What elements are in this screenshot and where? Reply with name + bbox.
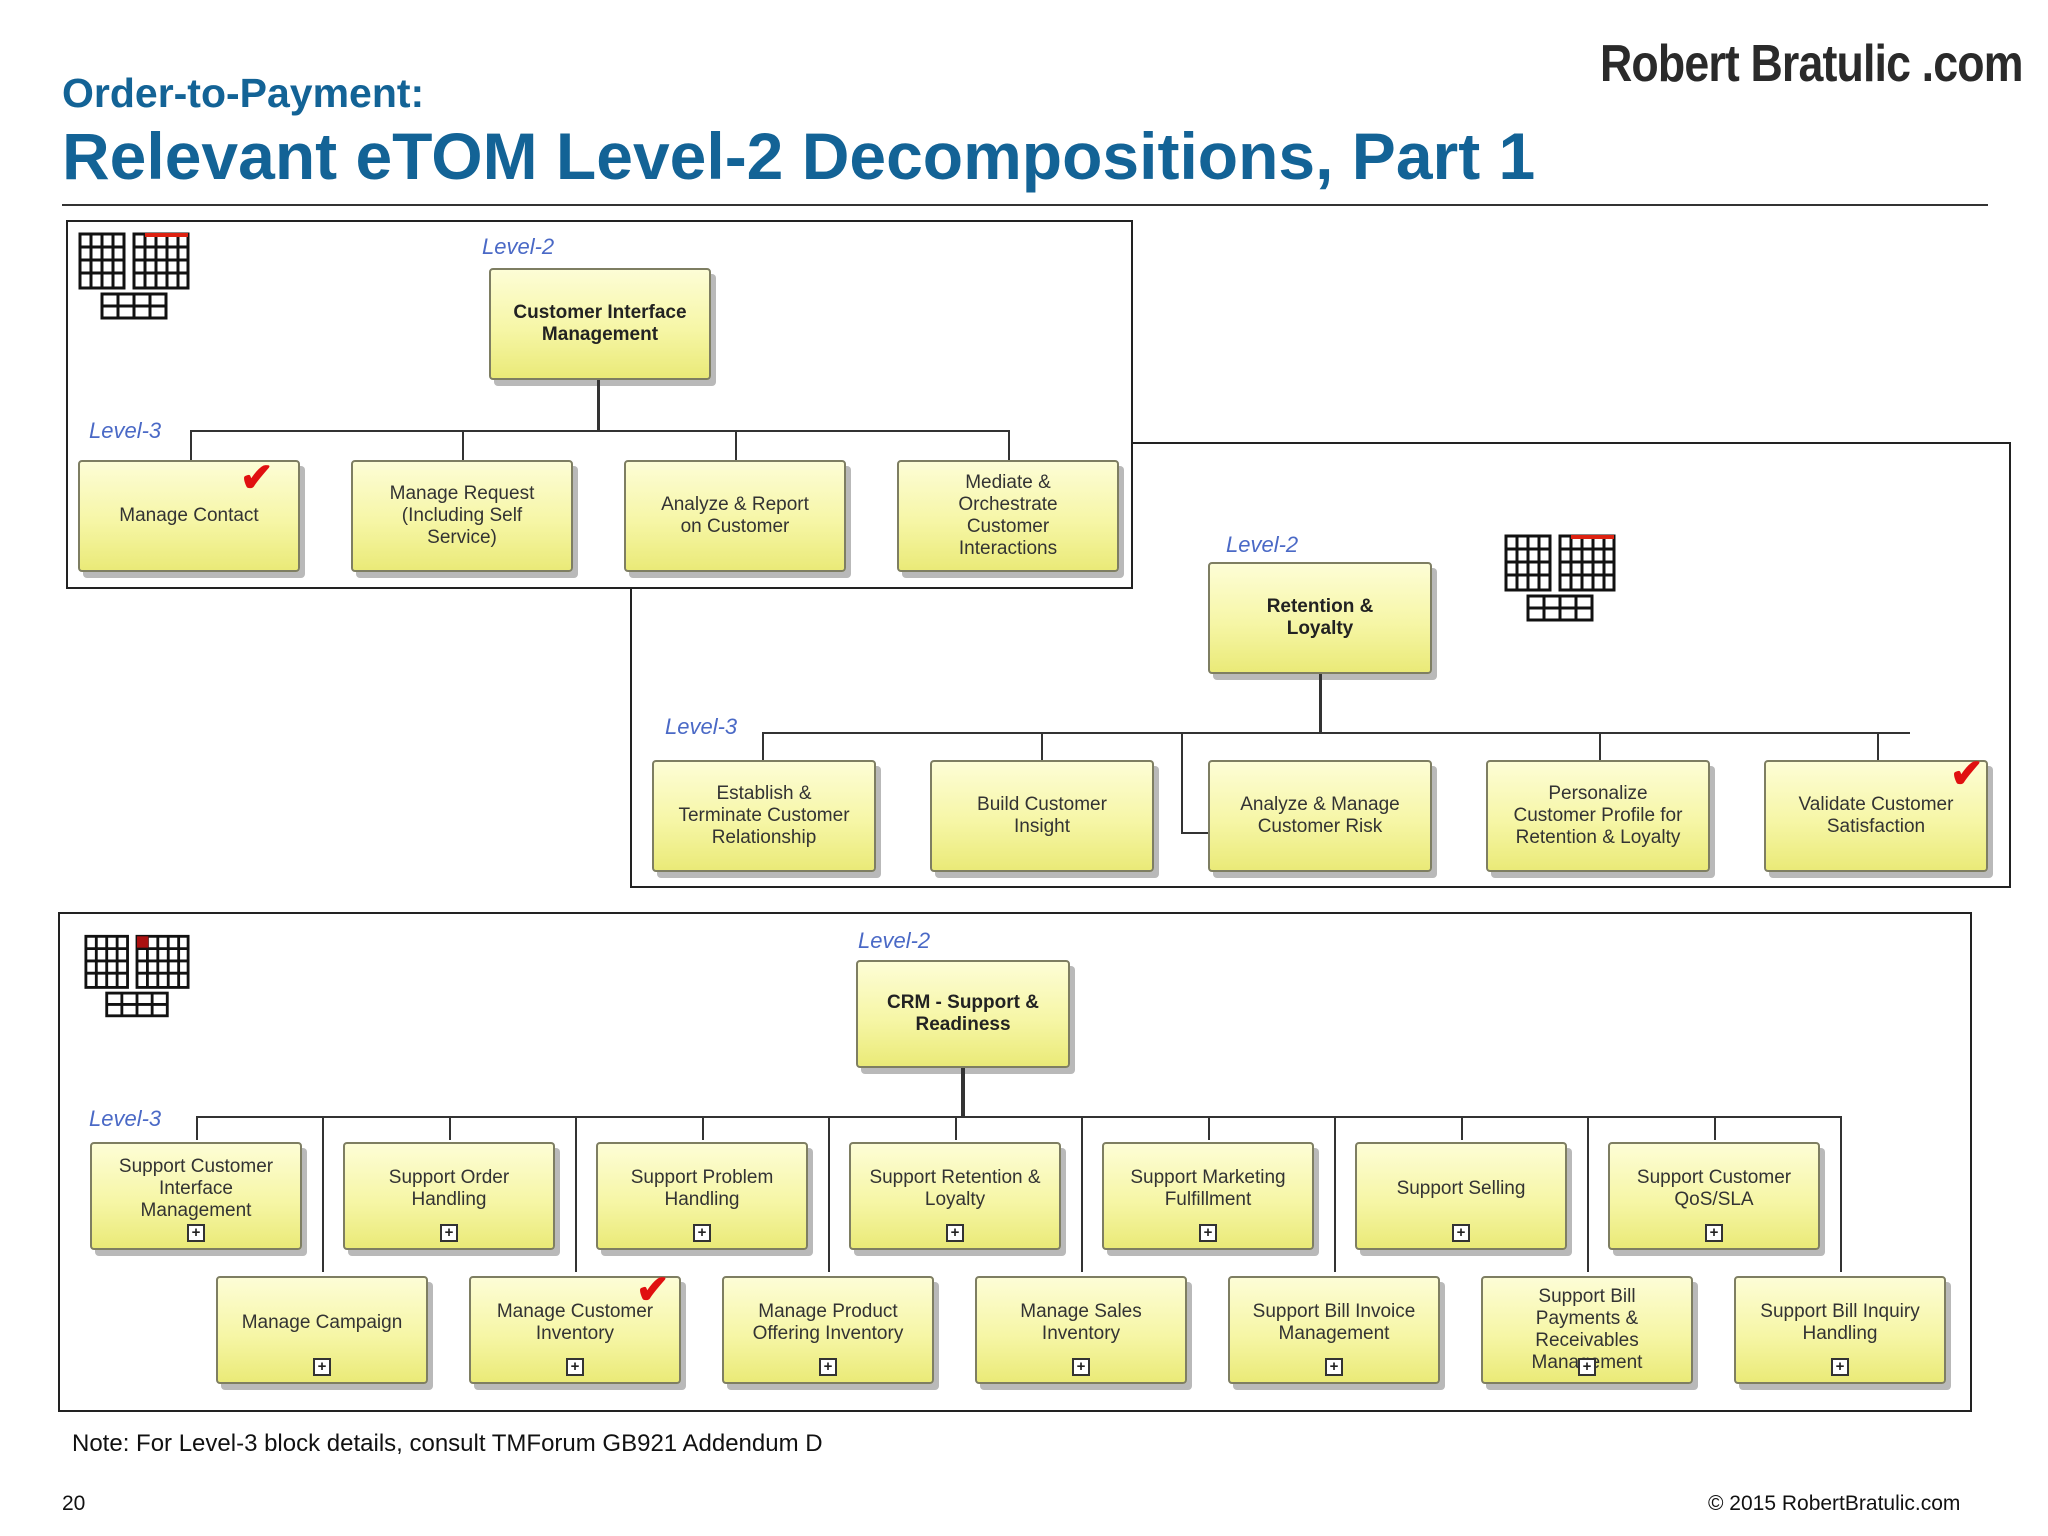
level-3-process-box[interactable]: Support Bill Payments & Receivables Mana… [1481,1276,1693,1384]
slide-title: Relevant eTOM Level-2 Decompositions, Pa… [62,119,1536,193]
expand-icon[interactable]: + [1325,1358,1343,1376]
expand-icon[interactable]: + [1452,1224,1470,1242]
copyright: © 2015 RobertBratulic.com [1708,1492,1961,1515]
footnote: Note: For Level-3 block details, consult… [72,1430,823,1457]
level-3-process-box[interactable]: Manage Contact [78,460,300,572]
level-2-tag: Level-2 [482,234,555,259]
process-grid-icon [78,232,190,320]
level-2-tag: Level-2 [1226,532,1299,557]
level-3-process-box[interactable]: Analyze & Manage Customer Risk [1208,760,1432,872]
page-number: 20 [62,1492,86,1515]
crm-support-readiness-panel: Level-2 Level-3 CRM - Support & Readines… [58,912,1972,1412]
process-grid-icon [84,934,190,1018]
level-3-process-box[interactable]: Personalize Customer Profile for Retenti… [1486,760,1710,872]
level-3-process-box[interactable]: Support Retention & Loyalty+ [849,1142,1061,1250]
title-divider [62,204,1988,206]
level-3-process-box[interactable]: Mediate & Orchestrate Customer Interacti… [897,460,1119,572]
expand-icon[interactable]: + [1578,1358,1596,1376]
level-2-process-box[interactable]: Customer Interface Management [489,268,711,380]
level-2-process-box[interactable]: CRM - Support & Readiness [856,960,1070,1068]
level-3-process-box[interactable]: Support Order Handling+ [343,1142,555,1250]
expand-icon[interactable]: + [1199,1224,1217,1242]
level-3-process-box[interactable]: Support Bill Invoice Management+ [1228,1276,1440,1384]
process-grid-icon [1504,534,1616,622]
level-3-tag: Level-3 [89,418,162,443]
brand-logo: Robert Bratulic .com [1600,35,2023,93]
level-3-process-box[interactable]: Support Bill Inquiry Handling+ [1734,1276,1946,1384]
level-3-process-box[interactable]: Manage Customer Inventory+ [469,1276,681,1384]
checkmark-icon: ✔ [240,456,274,500]
checkmark-icon: ✔ [1950,752,1984,796]
level-3-process-box[interactable]: Manage Campaign+ [216,1276,428,1384]
level-3-process-box[interactable]: Establish & Terminate Customer Relations… [652,760,876,872]
expand-icon[interactable]: + [946,1224,964,1242]
level-3-process-box[interactable]: Support Marketing Fulfillment+ [1102,1142,1314,1250]
expand-icon[interactable]: + [1831,1358,1849,1376]
expand-icon[interactable]: + [313,1358,331,1376]
level-3-process-box[interactable]: Manage Product Offering Inventory+ [722,1276,934,1384]
expand-icon[interactable]: + [566,1358,584,1376]
level-3-process-box[interactable]: Support Problem Handling+ [596,1142,808,1250]
expand-icon[interactable]: + [1705,1224,1723,1242]
checkmark-icon: ✔ [636,1268,670,1312]
level-3-process-box[interactable]: Support Customer QoS/SLA+ [1608,1142,1820,1250]
expand-icon[interactable]: + [1072,1358,1090,1376]
expand-icon[interactable]: + [440,1224,458,1242]
level-3-tag: Level-3 [89,1106,162,1131]
level-3-process-box[interactable]: Analyze & Report on Customer [624,460,846,572]
level-3-process-box[interactable]: Manage Request (Including Self Service) [351,460,573,572]
level-3-process-box[interactable]: Support Selling+ [1355,1142,1567,1250]
customer-interface-panel: Level-2 Level-3 Customer Interface Manag… [66,220,1133,589]
expand-icon[interactable]: + [693,1224,711,1242]
level-3-tag: Level-3 [665,714,738,739]
level-3-process-box[interactable]: Build Customer Insight [930,760,1154,872]
level-2-process-box[interactable]: Retention & Loyalty [1208,562,1432,674]
level-3-process-box[interactable]: Validate Customer Satisfaction [1764,760,1988,872]
expand-icon[interactable]: + [819,1358,837,1376]
expand-icon[interactable]: + [187,1224,205,1242]
level-2-tag: Level-2 [858,928,931,953]
level-3-process-box[interactable]: Manage Sales Inventory+ [975,1276,1187,1384]
slide-subtitle: Order-to-Payment: [62,70,425,116]
level-3-process-box[interactable]: Support Customer Interface Management+ [90,1142,302,1250]
